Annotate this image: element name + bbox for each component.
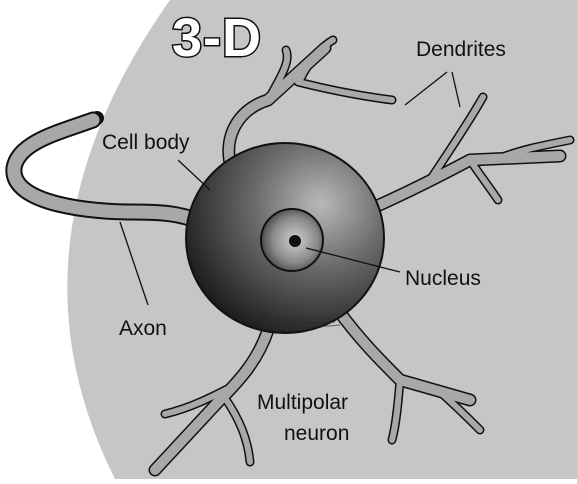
badge-3d: 3-D — [172, 8, 262, 68]
label-nucleus: Nucleus — [405, 267, 481, 290]
label-cell-body: Cell body — [102, 131, 190, 154]
label-dendrites: Dendrites — [416, 38, 506, 61]
label-axon: Axon — [119, 317, 167, 340]
label-neuron: neuron — [284, 422, 349, 445]
nucleolus — [289, 235, 301, 247]
label-multipolar: Multipolar — [257, 391, 348, 414]
